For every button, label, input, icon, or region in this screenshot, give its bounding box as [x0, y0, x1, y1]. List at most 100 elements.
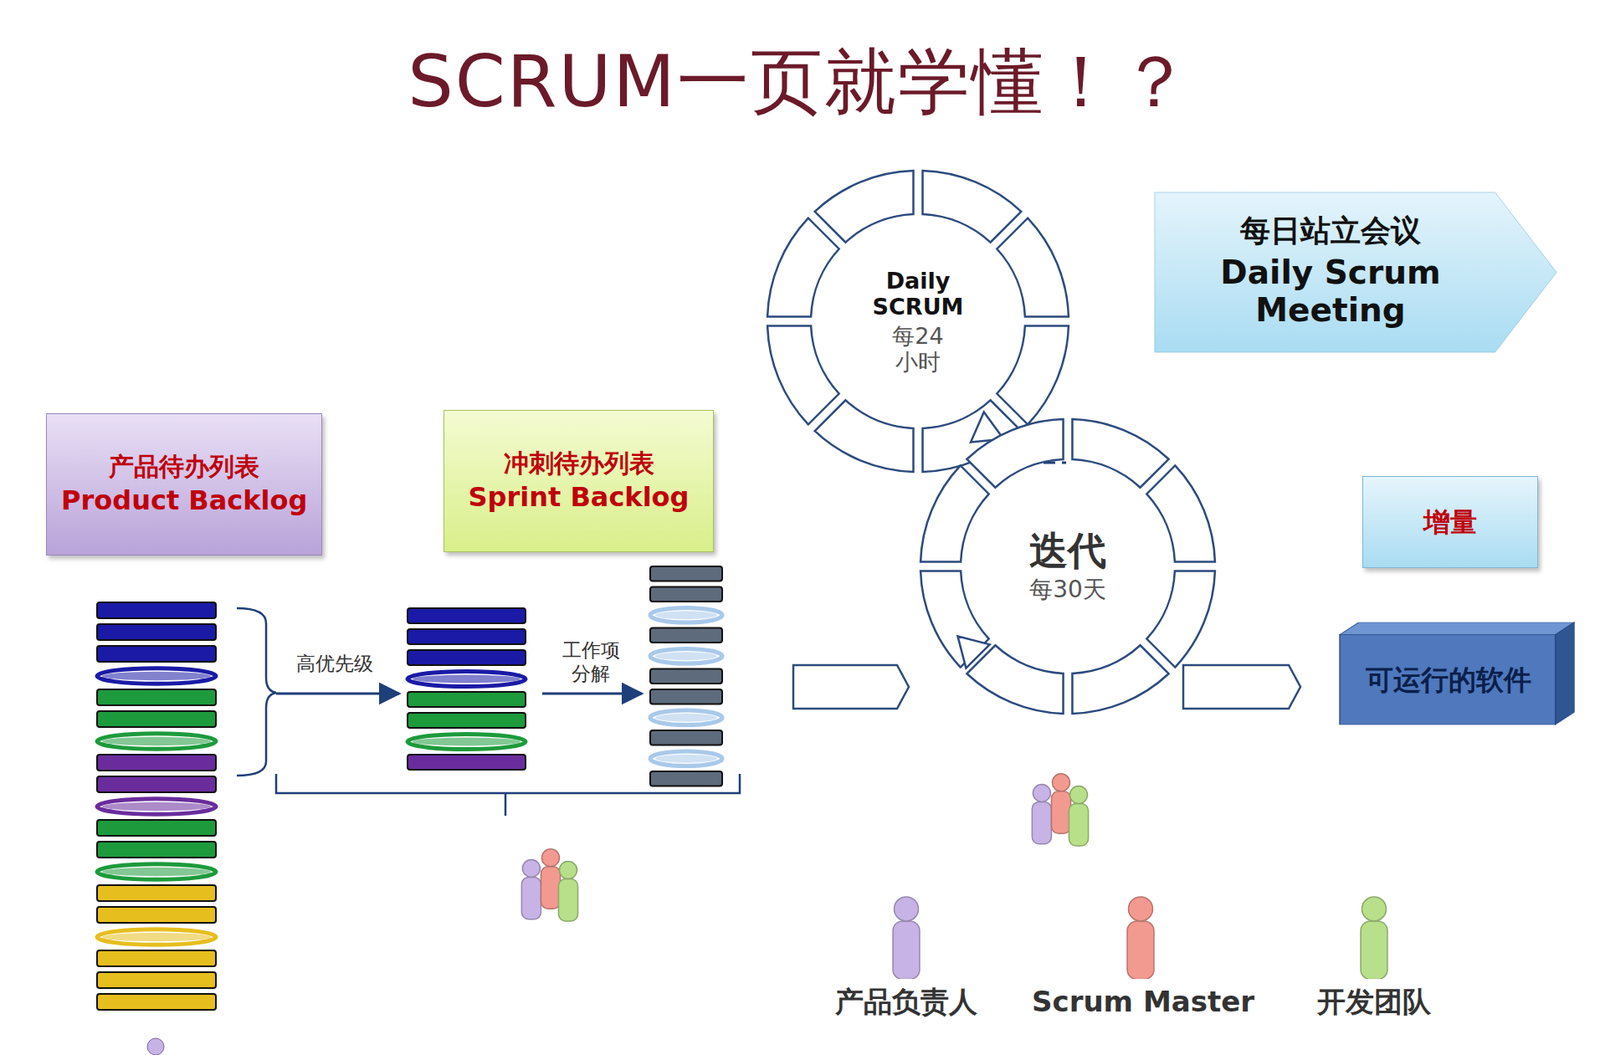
backlog-item-core	[102, 671, 211, 681]
backlog-item-core	[102, 802, 211, 811]
person-body	[892, 921, 920, 980]
node-heading: 迭代	[1029, 528, 1107, 574]
backlog-item	[97, 776, 216, 793]
legend-icon	[1348, 895, 1400, 980]
person-body	[1068, 804, 1088, 847]
person-head	[1362, 897, 1387, 922]
backlog-item	[97, 799, 216, 816]
backlog-item	[97, 950, 216, 967]
backlog-item	[650, 771, 723, 787]
banner-shape	[1154, 192, 1557, 353]
node-heading: 增量	[1423, 507, 1477, 539]
block-front	[1339, 635, 1556, 725]
person-body	[1360, 921, 1388, 980]
cycle-segment	[815, 400, 914, 472]
backlog-item-core	[102, 867, 211, 877]
cycle-circle: 迭代每30天	[919, 418, 1216, 715]
flow-arrow	[276, 692, 400, 696]
legend-item: Scrum Master	[1031, 895, 1250, 1019]
node-heading: 冲刺待办列表	[503, 449, 655, 479]
cycle-segment	[996, 218, 1069, 318]
backlog-item	[97, 841, 216, 858]
legend-icon	[881, 895, 932, 980]
backlog-item	[97, 864, 216, 881]
backlog-item	[407, 608, 526, 624]
cycle-segment	[1071, 645, 1169, 714]
backlog-box: 冲刺待办列表Sprint Backlog	[443, 410, 714, 553]
backlog-item-core	[412, 738, 521, 747]
legend-icon	[1115, 895, 1166, 980]
person-head	[147, 1038, 165, 1055]
arrow-label: 工作项分解	[560, 639, 621, 686]
backlog-item	[650, 710, 723, 726]
backlog-item	[650, 648, 723, 664]
backlog-item	[407, 754, 526, 770]
backlog-item	[407, 650, 526, 666]
backlog-item	[650, 669, 723, 685]
backlog-item	[407, 712, 526, 729]
node-content: 迭代每30天	[919, 418, 1216, 715]
block-top	[1339, 622, 1575, 636]
bracket	[236, 608, 277, 776]
cycle-arrow	[957, 635, 990, 668]
backlog-item	[97, 972, 216, 989]
node-content: 冲刺待办列表Sprint Backlog	[444, 410, 713, 552]
cycle-segment	[767, 218, 840, 318]
backlog-item-core	[102, 933, 211, 942]
node-heading: 可运行的软件	[1365, 664, 1532, 697]
cycle-segment	[923, 170, 1022, 243]
legend-item: 产品负责人	[797, 895, 1016, 1019]
backlog-item	[97, 668, 216, 685]
backlog-item	[407, 629, 526, 645]
backlog-item	[97, 711, 216, 728]
backlog-item	[650, 730, 723, 746]
legend-item: 开发团队	[1265, 895, 1483, 1019]
legend-text: 产品负责人	[797, 985, 1016, 1019]
backlog-item	[97, 885, 216, 902]
backlog-item-core	[655, 713, 718, 723]
backlog-item	[97, 907, 216, 924]
node-subtext: 每24小时	[887, 323, 949, 375]
person-body	[1051, 791, 1071, 834]
backlog-item	[650, 607, 723, 623]
node-heading: Daily SCRUM	[851, 267, 985, 320]
person-head	[1052, 774, 1071, 792]
result-block: 可运行的软件	[1339, 622, 1575, 725]
backlog-item-core	[655, 754, 718, 764]
cycle-segment	[966, 419, 1063, 488]
backlog-item	[650, 566, 723, 582]
backlog-item-core	[412, 675, 521, 684]
backlog-item	[407, 671, 526, 688]
backlog-item	[407, 734, 526, 750]
backlog-stack	[407, 608, 526, 770]
backlog-item	[650, 751, 723, 767]
cycle-segment	[966, 645, 1063, 714]
person-head	[1032, 784, 1051, 802]
legend-text: 开发团队	[1265, 985, 1483, 1019]
person-body	[540, 866, 560, 909]
node-content: 每日站立会议 Daily Scrum Meeting	[1150, 190, 1561, 354]
person-head	[894, 897, 919, 922]
person-head	[1070, 786, 1088, 805]
backlog-item	[97, 929, 216, 946]
cycle-segment	[1071, 419, 1169, 488]
backlog-stack	[97, 602, 216, 1011]
title: SCRUM一页就学懂！？	[0, 33, 1600, 132]
node-subtext: Daily Scrum Meeting	[1205, 254, 1457, 330]
cycle-segment	[767, 326, 840, 426]
person-head	[542, 849, 560, 867]
person-body	[521, 876, 541, 919]
flow-arrow	[542, 692, 642, 696]
node-content: 增量	[1363, 476, 1538, 568]
cycle-segment	[920, 465, 990, 562]
chevron	[1183, 665, 1301, 709]
backlog-item	[97, 733, 216, 750]
backlog-item	[650, 628, 723, 644]
backlog-item	[97, 646, 216, 662]
arrow-label: 高优先级	[276, 652, 394, 677]
banner-arrow: 每日站立会议 Daily Scrum Meeting	[1150, 190, 1561, 354]
node-subtext: Sprint Backlog	[467, 482, 689, 513]
backlog-item	[97, 602, 216, 619]
node-heading: 每日站立会议	[1240, 213, 1421, 248]
legend-text: Scrum Master	[1031, 985, 1250, 1019]
